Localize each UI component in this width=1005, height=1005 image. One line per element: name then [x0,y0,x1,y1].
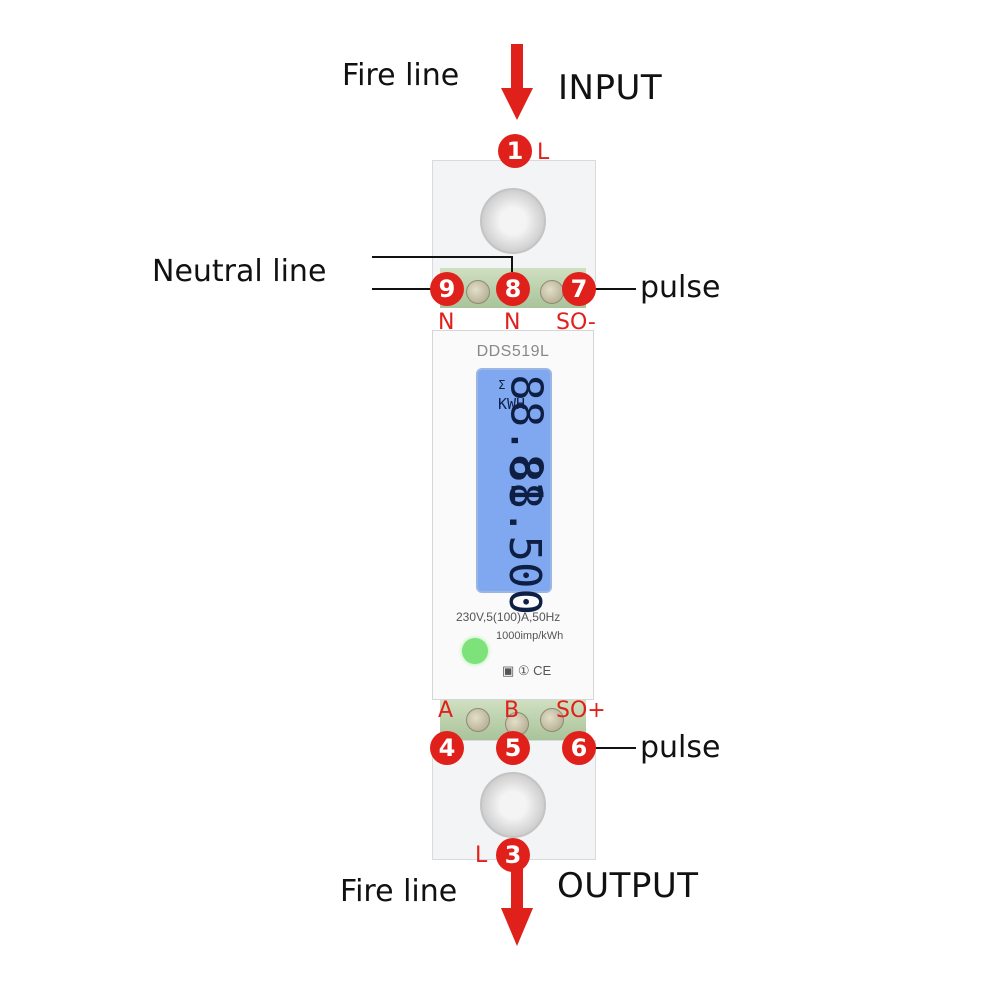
terminal-badge-1: 1 [498,134,532,168]
lcd-sum-symbol: Σ [498,378,506,392]
pulse-led [462,638,488,664]
terminal-screw-9 [466,280,490,304]
pulse-label-top: pulse [640,270,721,305]
terminal-tag-3: L [475,843,488,868]
terminal-badge-9: 9 [430,272,464,306]
output-title: OUTPUT [557,866,699,906]
certification-marks: ▣ ① CE [502,663,552,678]
input-arrow [501,44,533,120]
terminal-badge-4: 4 [430,731,464,765]
terminal-badge-7: 7 [562,272,596,306]
terminal-tag-9: N [438,310,455,335]
terminal-tag-7: SO- [556,310,596,335]
terminal-tag-4: A [438,698,454,723]
output-fire-line-label: Fire line [340,874,458,909]
terminal-screw-7 [540,280,564,304]
input-screw-knob [480,188,546,254]
terminal-tag-8: N [504,310,521,335]
terminal-tag-1: L [537,140,550,165]
input-fire-line-label: Fire line [342,58,460,93]
input-title: INPUT [558,68,663,108]
terminal-tag-5: B [504,698,520,723]
model-label: DDS519L [476,343,550,360]
terminal-badge-8: 8 [496,272,530,306]
terminal-tag-6: SO+ [556,698,606,723]
terminal-badge-3: 3 [496,838,530,872]
terminal-screw-6 [540,708,564,732]
constant-text: 1000imp/kWh [496,630,564,642]
terminal-screw-4 [466,708,490,732]
pulse-label-bottom: pulse [640,730,721,765]
neutral-wire-upper [372,256,513,272]
terminal-badge-5: 5 [496,731,530,765]
output-screw-knob [480,772,546,838]
terminal-badge-6: 6 [562,731,596,765]
rating-text: 230V,5(100)A,50Hz [456,610,561,624]
output-arrow [501,868,533,946]
neutral-line-label: Neutral line [152,254,327,289]
lcd-unit: KWH [498,395,526,413]
lcd-display [476,368,552,593]
